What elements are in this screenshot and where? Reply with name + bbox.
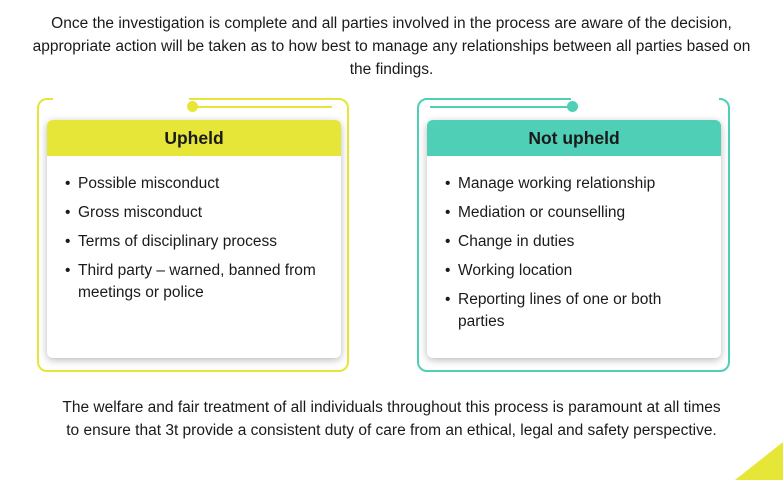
upheld-list: Possible misconduct Gross misconduct Ter…	[47, 156, 341, 304]
upheld-title: Upheld	[47, 120, 341, 156]
list-item: Working location	[445, 260, 707, 282]
list-item: Third party – warned, banned from meetin…	[65, 260, 327, 304]
closing-paragraph: The welfare and fair treatment of all in…	[62, 399, 721, 439]
not-upheld-connector-line	[430, 106, 570, 108]
list-item: Manage working relationship	[445, 173, 707, 195]
list-item: Change in duties	[445, 231, 707, 253]
corner-accent-shape	[735, 442, 783, 480]
not-upheld-card: Not upheld Manage working relationship M…	[427, 120, 721, 358]
not-upheld-list: Manage working relationship Mediation or…	[427, 156, 721, 333]
not-upheld-frame	[417, 96, 730, 372]
upheld-connector-line	[192, 106, 332, 108]
upheld-frame	[37, 96, 349, 372]
not-upheld-connector-dot	[567, 101, 578, 112]
list-item: Gross misconduct	[65, 202, 327, 224]
list-item: Terms of disciplinary process	[65, 231, 327, 253]
not-upheld-title: Not upheld	[427, 120, 721, 156]
list-item: Possible misconduct	[65, 173, 327, 195]
upheld-connector-dot	[187, 101, 198, 112]
list-item: Reporting lines of one or both parties	[445, 289, 707, 333]
intro-paragraph: Once the investigation is complete and a…	[32, 15, 751, 78]
list-item: Mediation or counselling	[445, 202, 707, 224]
upheld-card: Upheld Possible misconduct Gross miscond…	[47, 120, 341, 358]
